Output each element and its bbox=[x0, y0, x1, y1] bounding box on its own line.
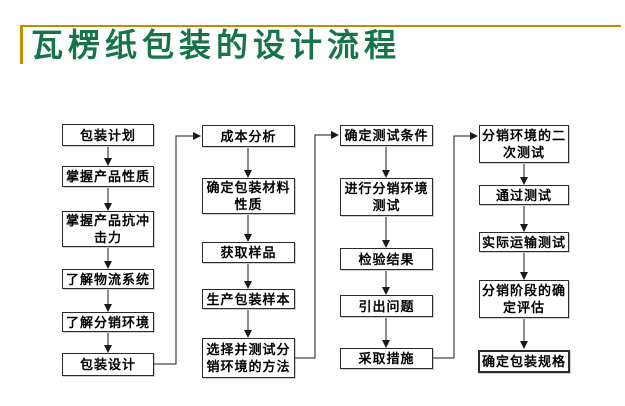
flow-step: 掌握产品性质 bbox=[62, 166, 154, 187]
flow-step: 进行分销环境 测试 bbox=[340, 178, 433, 216]
flow-step: 获取样品 bbox=[202, 242, 295, 263]
flow-step: 选择并测试分 销环境的方法 bbox=[202, 338, 295, 378]
flow-step: 了解分销环境 bbox=[62, 312, 154, 332]
flow-step: 掌握产品抗冲 击力 bbox=[62, 211, 154, 247]
title-accent-bar bbox=[20, 25, 23, 64]
flow-step: 采取措施 bbox=[340, 348, 433, 369]
flow-step: 了解物流系统 bbox=[62, 269, 154, 289]
flow-step: 包装设计 bbox=[62, 353, 154, 376]
flow-step: 确定包装规格 bbox=[478, 350, 570, 373]
flow-step: 确定测试条件 bbox=[340, 125, 433, 146]
flow-step: 分销环境的二 次测试 bbox=[479, 125, 569, 163]
title-top-rule bbox=[21, 25, 621, 27]
flow-step: 生产包装样本 bbox=[202, 289, 295, 309]
flow-step: 包装计划 bbox=[62, 124, 154, 146]
flow-step: 检验结果 bbox=[340, 248, 433, 270]
flow-step: 实际运输测试 bbox=[479, 232, 569, 252]
flow-step: 分销阶段的确 定评估 bbox=[479, 280, 569, 318]
flow-step: 成本分析 bbox=[202, 125, 295, 147]
flow-step: 引出问题 bbox=[340, 295, 433, 317]
page-title: 瓦楞纸包装的设计流程 bbox=[31, 27, 402, 63]
flow-step: 确定包装材料 性质 bbox=[202, 178, 295, 214]
flow-step: 通过测试 bbox=[479, 185, 569, 205]
